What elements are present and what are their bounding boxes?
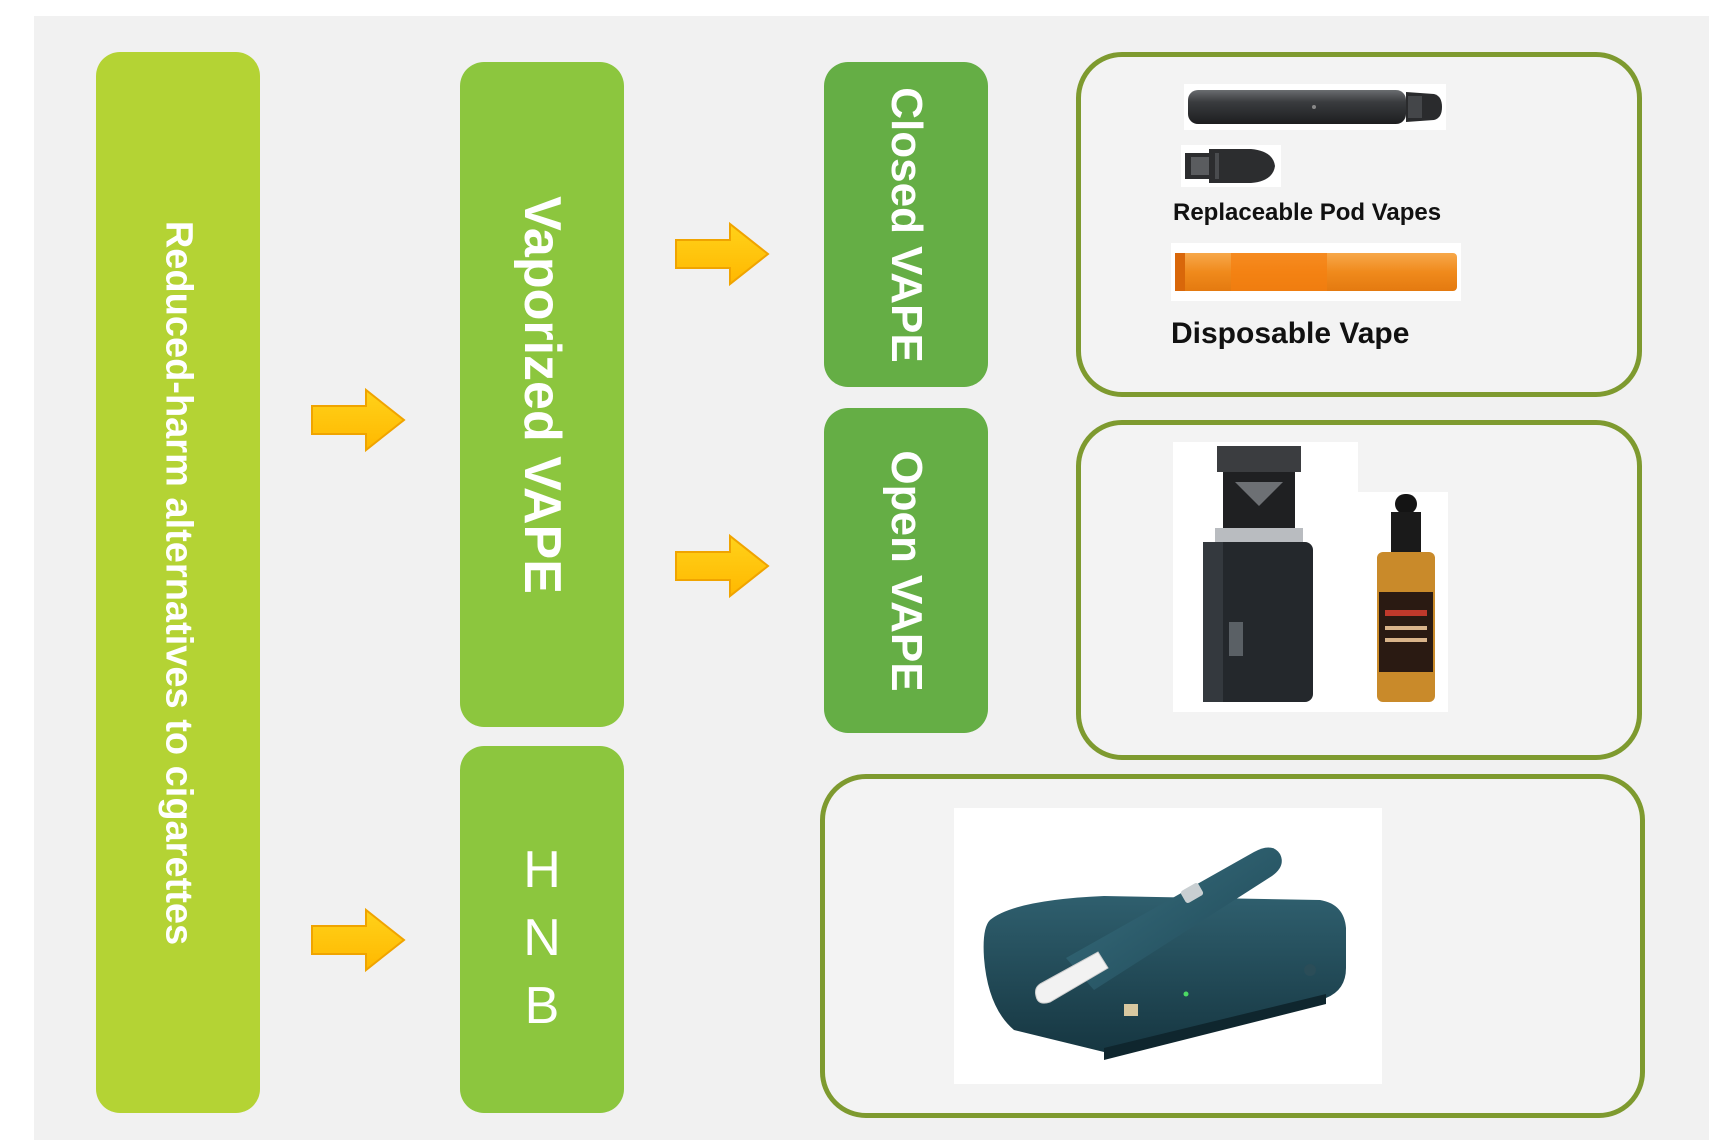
hnb-letter: B [524,977,560,1035]
open-vape-examples-frame [1076,420,1642,760]
root-category-box: Reduced-harm alternatives to cigarettes [96,52,260,1113]
hnb-box: H N B [460,746,624,1113]
hnb-example-frame [820,774,1645,1118]
closed-vape-examples-frame: Replaceable Pod Vapes Disposable Vape [1076,52,1642,397]
box-mod-vape-image [1173,442,1448,712]
hnb-label: H N B [460,836,624,1040]
heat-not-burn-device-image [954,808,1382,1084]
closed-vape-label: Closed VAPE [882,86,931,363]
root-category-label: Reduced-harm alternatives to cigarettes [157,220,200,945]
right-arrow-icon [311,907,406,973]
open-vape-label: Open VAPE [882,449,931,692]
vaporized-vape-label: Vaporized VAPE [513,195,571,594]
vaporized-vape-box: Vaporized VAPE [460,62,624,727]
open-vape-box: Open VAPE [824,408,988,733]
right-arrow-icon [311,387,406,453]
closed-vape-box: Closed VAPE [824,62,988,387]
hnb-letter: H [523,841,561,899]
pod-vape-pen-image [1184,84,1446,130]
pod-vapes-label: Replaceable Pod Vapes [1173,199,1442,226]
right-arrow-icon [675,533,770,599]
disposable-vape-label: Disposable Vape [1171,317,1410,350]
disposable-vape-image [1171,243,1461,301]
pod-cartridge-image [1181,145,1281,187]
hnb-letter: N [523,909,561,967]
right-arrow-icon [675,221,770,287]
